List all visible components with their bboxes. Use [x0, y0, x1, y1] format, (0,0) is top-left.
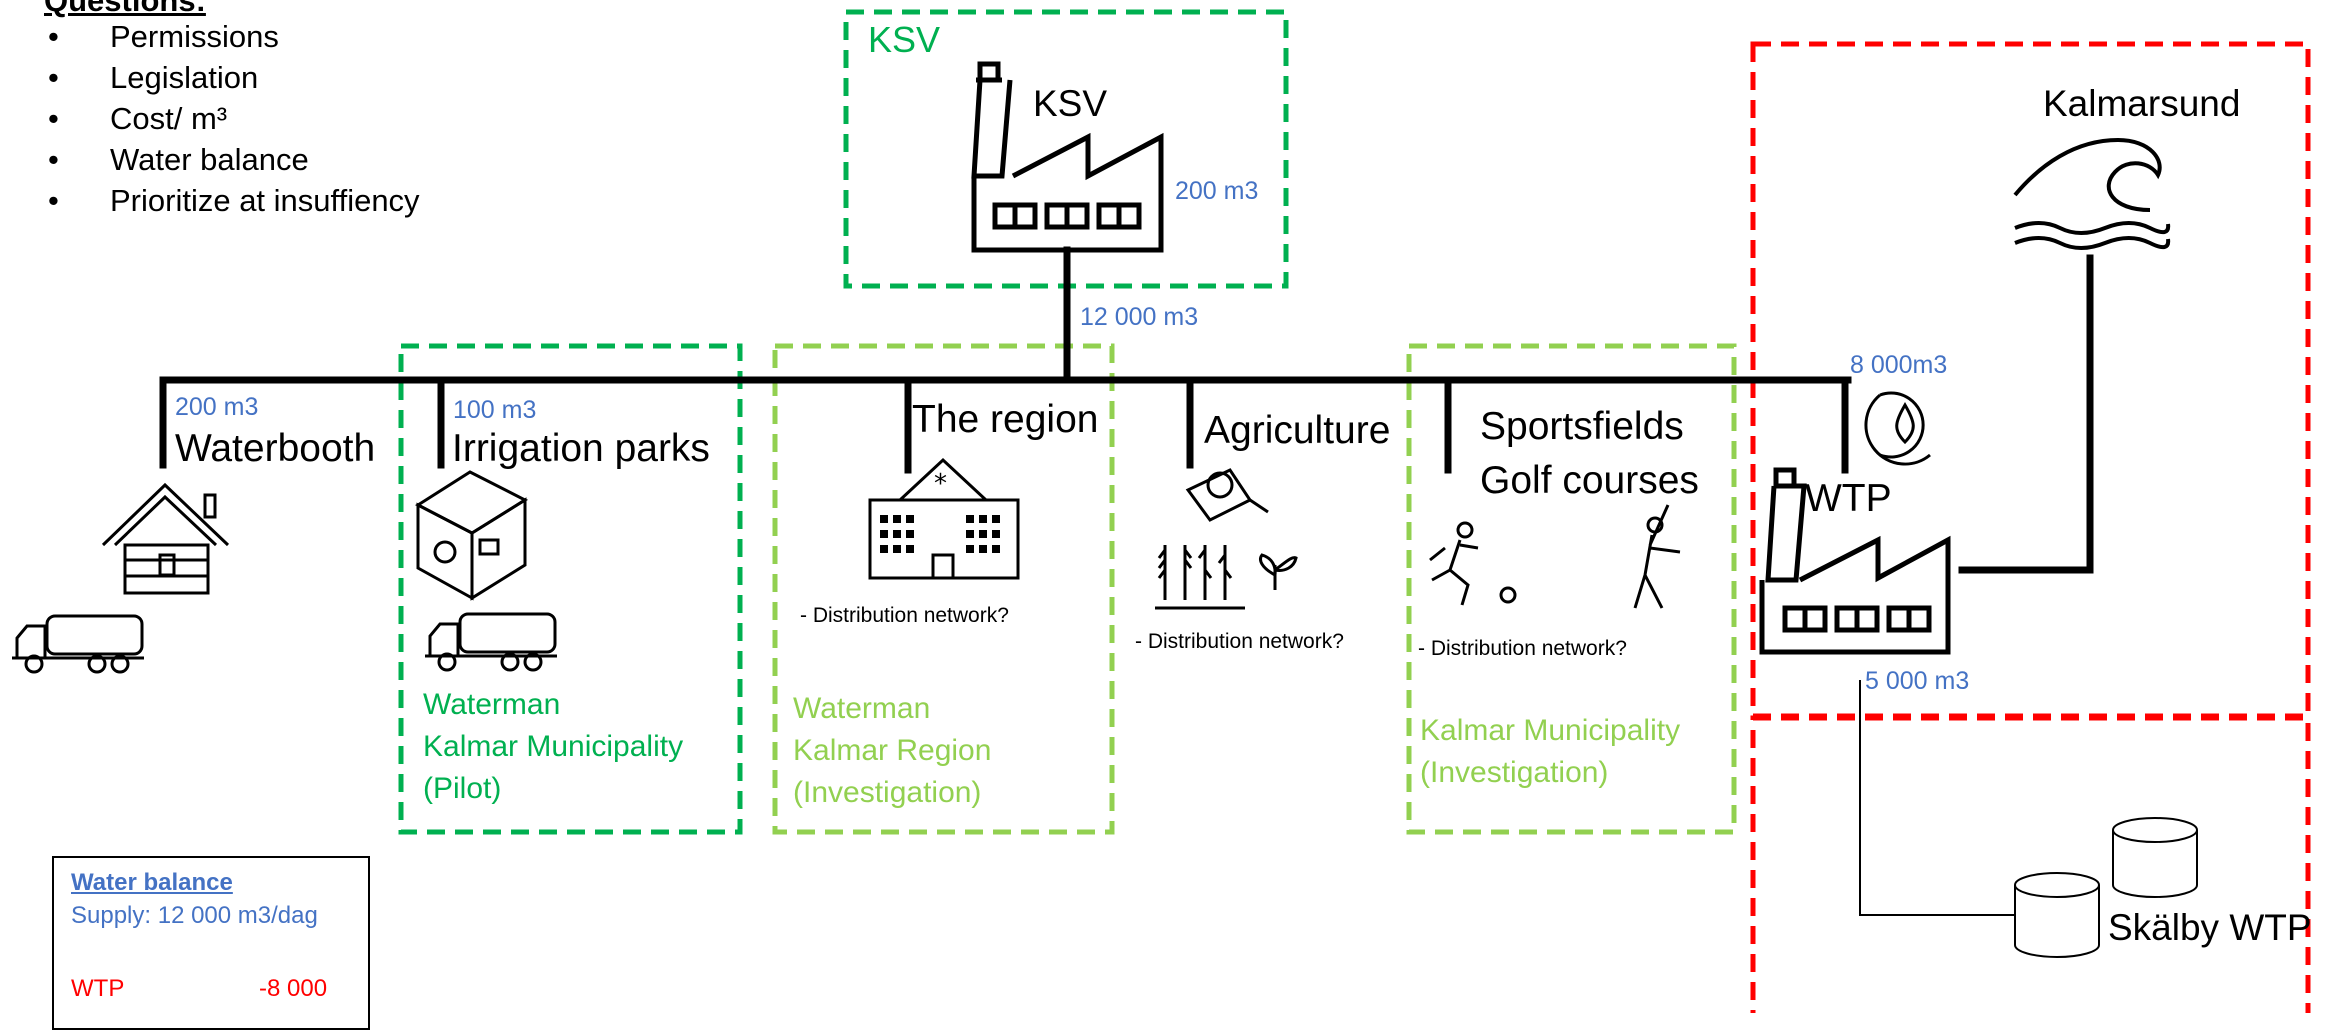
water-balance-row-name: WTP: [71, 975, 125, 1002]
soccer-player-icon: [1429, 521, 1517, 606]
waterbooth-label: Waterbooth: [175, 427, 376, 470]
svg-text:*: *: [934, 469, 947, 499]
questions-list: Permissions Legislation Cost/ m³ Water b…: [38, 16, 420, 221]
golfer-icon: [1633, 504, 1681, 609]
irrigation-label: Irrigation parks: [452, 427, 710, 470]
ksv-box-label: KSV: [868, 19, 941, 60]
ksv-factory-label: KSV: [1033, 83, 1108, 124]
kalmarsund-label: Kalmarsund: [2043, 83, 2241, 124]
water-balance-box: Water balance Supply: 12 000 m3/dag WTP …: [52, 856, 370, 1030]
skalby-box: [1750, 715, 2311, 1013]
questions-heading: Questions:: [44, 0, 206, 18]
school-building-icon: *: [868, 457, 1020, 580]
watering-crops-icon: [1155, 468, 1298, 610]
question-item: Prioritize at insuffiency: [38, 180, 420, 221]
wtp-volume-in: 8 000m3: [1850, 351, 1948, 379]
region-org-line: Waterman: [793, 692, 931, 725]
storage-tanks-icon: [2014, 817, 2198, 958]
sports-org-line: (Investigation): [1420, 756, 1609, 789]
irrigation-org-line: Kalmar Municipality: [423, 730, 684, 763]
skalby-label: Skälby WTP: [2108, 907, 2312, 948]
region-org-line: Kalmar Region: [793, 734, 992, 767]
sports-label-line2: Golf courses: [1480, 459, 1699, 502]
water-balance-row-value: -8 000: [259, 975, 328, 1002]
region-box: [772, 343, 1115, 835]
wtp-label: WTP: [1805, 477, 1892, 520]
tanker-truck-icon: [12, 614, 144, 674]
ksv-factory-icon: [971, 61, 1164, 253]
region-note: - Distribution network?: [800, 604, 1009, 627]
irrigation-org-line: (Pilot): [423, 772, 502, 805]
question-item: Water balance: [38, 139, 420, 180]
distribution-pipes: [159, 246, 2094, 574]
skalby-pipe: [1859, 680, 2015, 916]
agriculture-note: - Distribution network?: [1135, 630, 1344, 653]
recycle-water-icon: [1864, 391, 1931, 466]
cube-box-icon: [414, 470, 529, 601]
ksv-volume: 200 m3: [1175, 177, 1259, 205]
irrigation-org-line: Waterman: [423, 688, 561, 721]
wtp-factory-icon: [1759, 467, 1951, 655]
waterbooth-volume: 200 m3: [175, 393, 259, 421]
question-item: Legislation: [38, 57, 420, 98]
question-item: Permissions: [38, 16, 420, 57]
irrigation-volume: 100 m3: [453, 396, 537, 424]
wave-icon: [2013, 137, 2171, 250]
question-item: Cost/ m³: [38, 98, 420, 139]
sports-box: [1406, 343, 1737, 835]
irrigation-box: [398, 343, 743, 835]
region-org-line: (Investigation): [793, 776, 982, 809]
sports-label-line1: Sportsfields: [1480, 405, 1684, 448]
tanker-truck-icon-2: [425, 612, 557, 672]
water-balance-supply: Supply: 12 000 m3/dag: [71, 902, 318, 929]
sports-note: - Distribution network?: [1418, 637, 1627, 660]
sports-org-line: Kalmar Municipality: [1420, 714, 1681, 747]
cabin-icon: [101, 482, 230, 595]
wtp-volume-out: 5 000 m3: [1865, 667, 1970, 695]
ksv-pipe-volume: 12 000 m3: [1080, 303, 1199, 331]
water-balance-title: Water balance: [71, 869, 233, 896]
region-label: The region: [912, 398, 1099, 441]
agriculture-label: Agriculture: [1204, 409, 1391, 452]
